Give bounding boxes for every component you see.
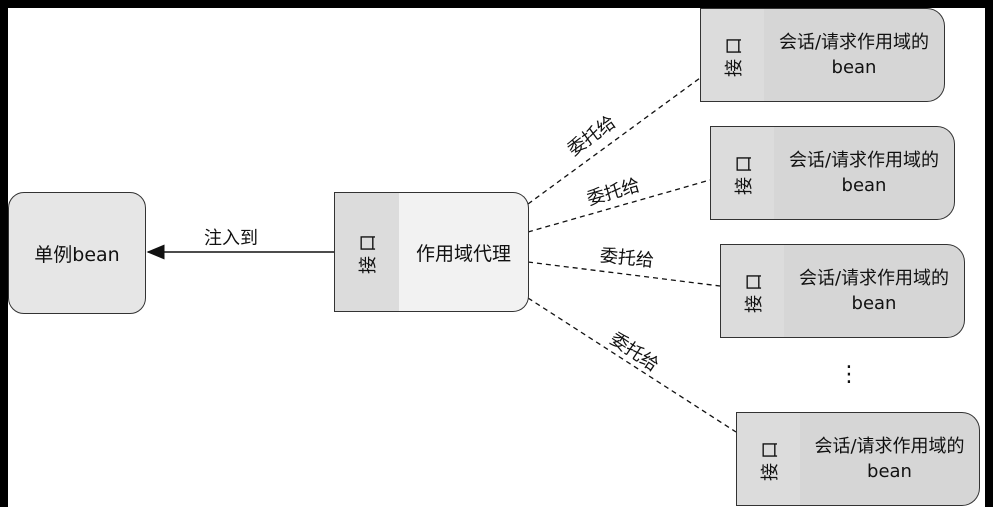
delegate-line-2 <box>527 179 711 233</box>
scoped-bean-2-box: 会话/请求作用域的bean <box>774 126 955 220</box>
scoped-proxy-label: 作用域代理 <box>415 242 511 265</box>
scoped-bean-3-interface: 接口 <box>720 244 785 338</box>
proxy-interface: 接口 <box>334 192 400 312</box>
delegate-label-3: 委托给 <box>598 245 655 272</box>
scoped-bean-4-label: 会话/请求作用域的bean <box>814 436 965 482</box>
inject-label: 注入到 <box>204 228 258 249</box>
ellipsis: ⋮ <box>838 362 860 387</box>
diagram-canvas: 单例bean 注入到 接口 作用域代理 委托给 委托给 委托给 委托给 接口 会… <box>8 8 985 507</box>
scoped-bean-3-label: 会话/请求作用域的bean <box>798 268 950 314</box>
scoped-bean-4-interface: 接口 <box>736 412 801 506</box>
scoped-bean-4-box: 会话/请求作用域的bean <box>800 412 980 506</box>
connectors <box>146 77 737 433</box>
scoped-bean-2-label: 会话/请求作用域的bean <box>788 150 940 196</box>
singleton-bean-box: 单例bean <box>8 192 146 314</box>
scoped-proxy-box: 作用域代理 <box>399 192 529 312</box>
scoped-bean-2-interface: 接口 <box>710 126 775 220</box>
scoped-bean-1-label: 会话/请求作用域的bean <box>778 32 930 78</box>
scoped-bean-1-interface: 接口 <box>700 8 765 102</box>
scoped-bean-3-box: 会话/请求作用域的bean <box>784 244 965 338</box>
scoped-bean-1-box: 会话/请求作用域的bean <box>764 8 945 102</box>
singleton-bean-label: 单例bean <box>34 243 120 266</box>
